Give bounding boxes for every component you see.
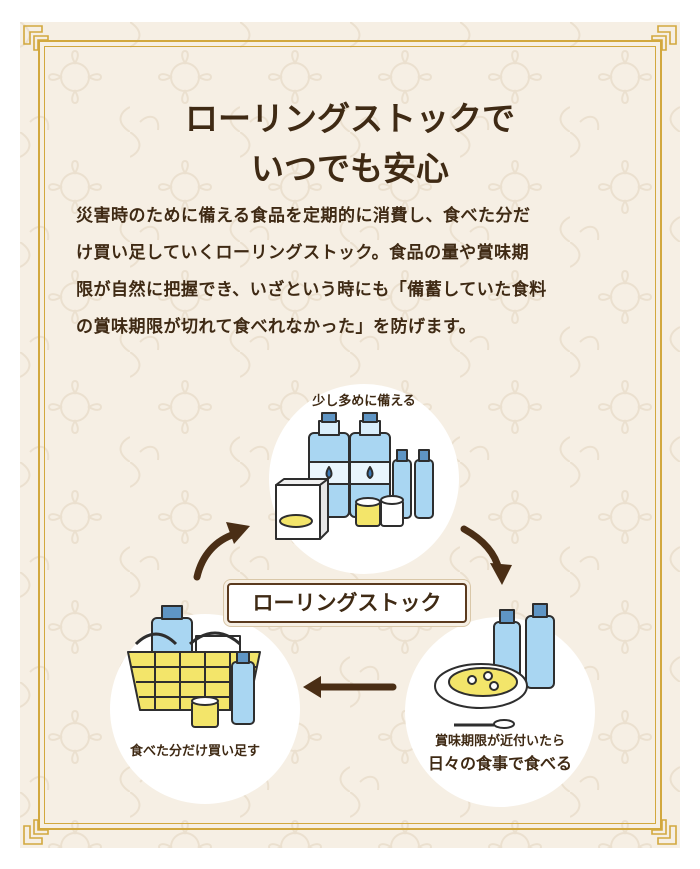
cycle-arrow-head-icon: [226, 522, 250, 544]
cycle-arrow-head-icon: [303, 676, 321, 698]
description-line: の賞味期限が切れて食べれなかった」を防げます。: [76, 317, 477, 337]
frame-corner-ornament-icon: [651, 25, 677, 51]
page: ローリングストックで いつでも安心 災害時のために備える食品を定期的に消費し、食…: [20, 22, 680, 848]
cycle-arrow-head-icon: [490, 563, 512, 585]
shopping-basket-icon: [127, 605, 261, 728]
stocked-food-and-water-icon: [275, 412, 434, 540]
gold-frame-inner: [44, 46, 656, 824]
center-label-rolling-stock: ローリングストック: [227, 583, 467, 623]
title-line-2: いつでも安心: [251, 149, 449, 188]
description-line: け買い足していくローリングストック。食品の量や賞味期: [76, 243, 530, 263]
rolling-stock-cycle-diagram: [110, 384, 595, 807]
gold-frame-outer: [38, 40, 662, 830]
title-line-1: ローリングストックで: [185, 99, 515, 138]
step-label-buy: 食べた分だけ買い足す: [129, 744, 260, 759]
description-line: 限が自然に把握でき、いざという時にも「備蓄していた食料: [76, 280, 547, 300]
frame-corner-ornament-icon: [23, 25, 49, 51]
curry-meal-icon: [434, 603, 555, 729]
description-line: 災害時のために備える食品を定期的に消費し、食べた分だ: [76, 206, 531, 226]
description-paragraph: 災害時のために備える食品を定期的に消費し、食べた分だ け買い足していくローリング…: [76, 198, 632, 346]
frame-corner-ornament-icon: [651, 819, 677, 845]
cycle-arrow-icon: [193, 530, 239, 581]
step-label-eat: 日々の食事で食べる: [427, 754, 572, 773]
frame-corner-ornament-icon: [23, 819, 49, 845]
page-title: ローリングストックで いつでも安心: [20, 94, 680, 194]
step-label-stock: 少し多めに備える: [312, 394, 416, 409]
step-label-eat-small: 賞味期限が近付いたら: [434, 734, 565, 749]
